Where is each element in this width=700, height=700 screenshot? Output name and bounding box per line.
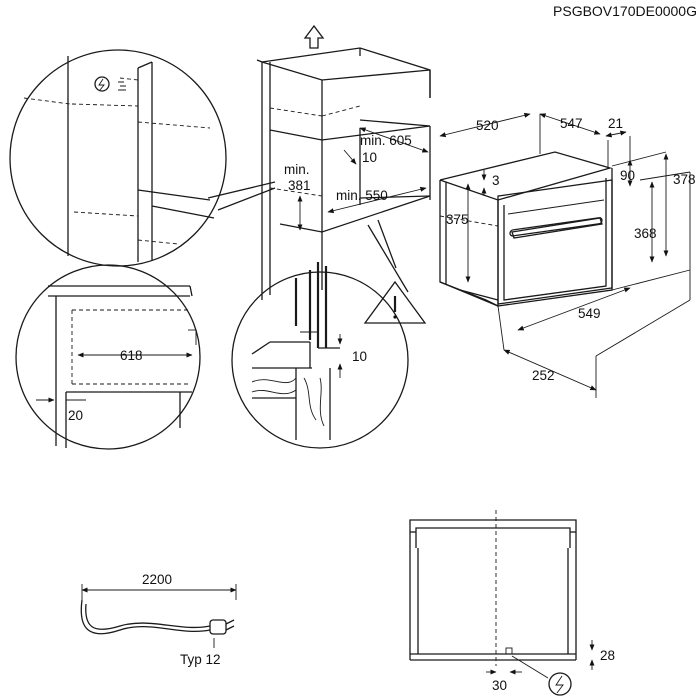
dim-cable-length: 2200 [142, 572, 172, 587]
dim-oven-panel-height: 368 [634, 226, 657, 241]
dim-cabinet-depth: min. 605 [360, 133, 412, 148]
dim-connector-height: 28 [600, 648, 615, 663]
cabinet-isometric: min. 605 10 min. 381 min. 550 [256, 24, 431, 300]
dim-oven-width: 547 [560, 116, 583, 131]
dim-oven-depth: 520 [476, 118, 499, 133]
dim-cabinet-gap: 10 [362, 150, 377, 165]
dim-cabinet-width: min. 550 [336, 188, 388, 203]
dim-cabinet-inner-depth: 618 [120, 348, 143, 363]
dim-oven-top-gap: 3 [492, 173, 500, 188]
front-view-connection: 28 30 [409, 510, 615, 696]
plug-icon [209, 619, 235, 635]
plug-type: Typ 12 [180, 652, 221, 667]
dim-cabinet-height-min: min. [284, 162, 310, 177]
document-code: PSGBOV170DE0000G [553, 3, 697, 19]
dim-oven-front: 21 [608, 116, 623, 131]
oven-isometric: 520 547 21 3 375 90 378 368 549 252 [439, 112, 696, 398]
dim-detail-gap: 10 [352, 349, 367, 364]
detail-circle-mounting: 10 [231, 219, 427, 449]
up-arrow-icon [303, 24, 325, 49]
cable-detail: 2200 Typ 12 [80, 572, 237, 667]
dim-oven-width-bottom: 549 [578, 306, 601, 321]
warning-icon [363, 280, 427, 324]
detail-circle-depth: 618 20 [15, 264, 201, 450]
dim-oven-total-height: 378 [673, 172, 696, 187]
dim-side-gap: 20 [68, 408, 83, 423]
dim-oven-panel-top: 90 [620, 168, 635, 183]
dim-cabinet-height-value: 381 [288, 178, 311, 193]
detail-circle-socket [9, 49, 276, 267]
dim-oven-body-height: 375 [446, 212, 469, 227]
dim-connector-offset: 30 [492, 678, 507, 693]
dim-door-open: 252 [532, 368, 555, 383]
electrical-connection-icon [94, 76, 110, 92]
